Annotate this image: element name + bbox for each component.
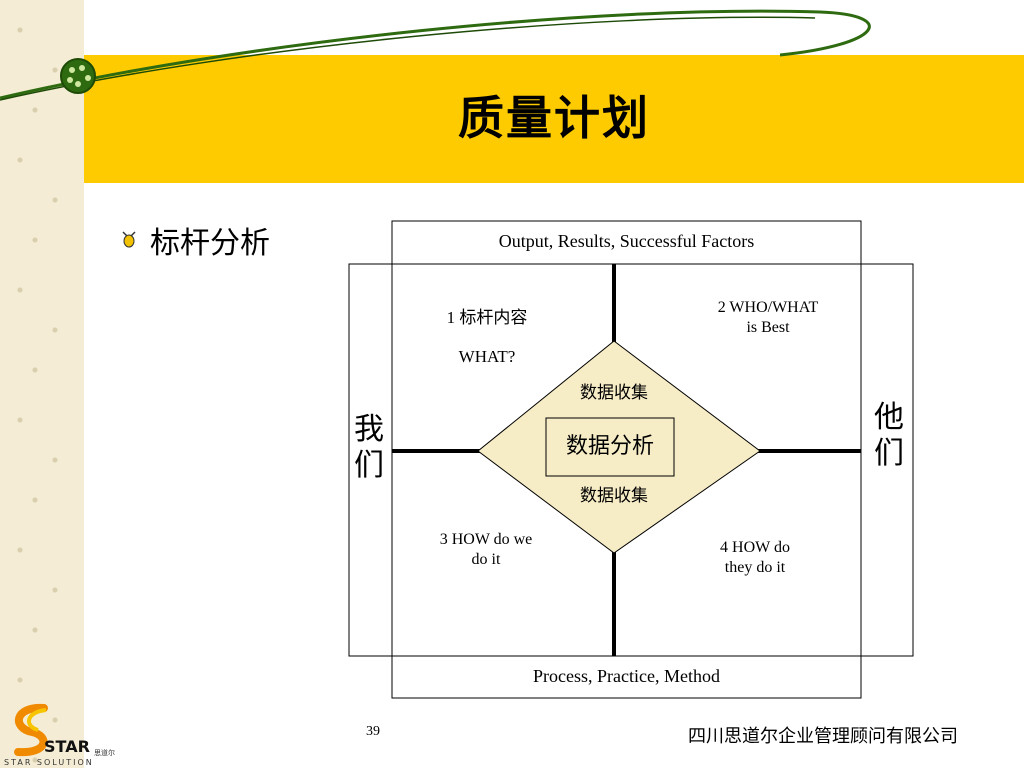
title-band	[84, 55, 1024, 183]
logo-chinese-text: 思道尔	[94, 749, 115, 757]
left-label: 我们	[354, 413, 384, 482]
company-name: 四川思道尔企业管理顾问有限公司	[688, 726, 958, 747]
quadrant-4: 4 HOW do they do it	[690, 538, 820, 578]
bullet-text: 标杆分析	[150, 226, 270, 261]
quadrant-1: 1 标杆内容 WHAT?	[412, 298, 562, 376]
quadrant-2: 2 WHO/WHAT is Best	[688, 298, 848, 338]
quadrant-4-line2: they do it	[724, 559, 786, 576]
outer-vertical-box	[391, 220, 862, 699]
left-decorative-strip	[0, 0, 84, 768]
page-number: 39	[366, 724, 380, 739]
logo-brand: STAR	[44, 737, 90, 756]
diamond-top-label: 数据收集	[580, 383, 648, 402]
right-label: 他们	[874, 401, 904, 470]
quadrant-4-line1: 4 HOW do	[720, 539, 790, 556]
slide-title: 质量计划	[458, 91, 650, 145]
quadrant-3-line1: 3 HOW do we	[439, 531, 533, 548]
top-label: Output, Results, Successful Factors	[498, 231, 755, 251]
bottom-label: Process, Practice, Method	[533, 666, 720, 686]
star-solution-logo: STAR	[14, 703, 90, 757]
logo-subtitle: STAR SOLUTION	[4, 758, 94, 767]
bulb-bullet-icon	[122, 231, 136, 248]
bullet-item: 标杆分析	[120, 218, 270, 262]
quadrant-1-line2: WHAT?	[458, 347, 516, 367]
quadrant-3: 3 HOW do we do it	[416, 530, 556, 570]
quadrant-2-line2: is Best	[746, 319, 790, 336]
diamond-bottom-label: 数据收集	[580, 486, 648, 505]
quadrant-2-line1: 2 WHO/WHAT	[717, 299, 819, 316]
swoosh-decoration	[0, 9, 871, 101]
diamond-center-label: 数据分析	[565, 433, 654, 458]
quadrant-3-line2: do it	[471, 551, 501, 568]
quadrant-1-line1: 1 标杆内容	[446, 308, 528, 327]
